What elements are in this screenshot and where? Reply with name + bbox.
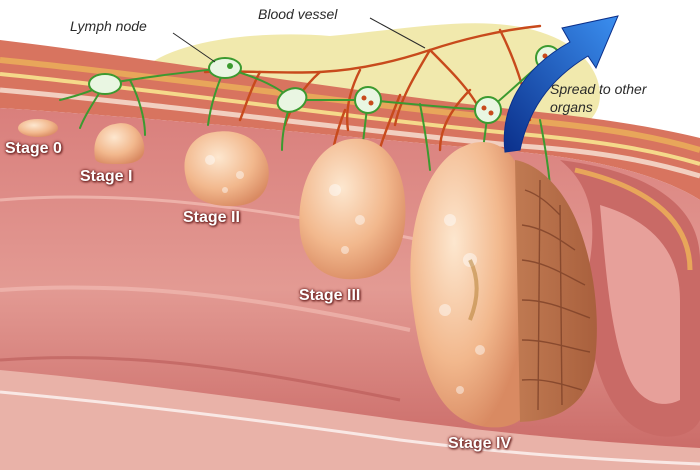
label-blood-vessel: Blood vessel	[258, 6, 338, 22]
ring-inner	[600, 205, 680, 404]
wall-highlight	[0, 390, 700, 466]
lymph-node-shape	[88, 73, 122, 95]
tumor-stage-2	[184, 131, 269, 207]
tumor-stage-4	[410, 141, 520, 428]
tumor-stage-1	[94, 123, 145, 164]
tumor-stage-3	[299, 138, 406, 280]
label-spread: Spread to other organs	[550, 81, 647, 115]
label-stage-4: Stage IV	[448, 435, 512, 452]
pointer-lymph-node	[172, 32, 216, 63]
ring-muscle	[574, 167, 693, 271]
cancer-cell-dot	[542, 53, 548, 59]
fold-line	[0, 356, 401, 402]
tumor-stage-0	[18, 119, 58, 137]
cancer-cell-dot	[481, 105, 487, 111]
tumors	[18, 119, 597, 428]
cancer-cell-dot	[361, 95, 367, 101]
label-stage-0: Stage 0	[5, 140, 62, 157]
colon-wall-lower	[0, 370, 700, 470]
tumor-texture	[205, 155, 485, 394]
label-stage-3: Stage III	[299, 287, 361, 304]
muscle-layer	[0, 57, 700, 153]
label-stage-1: Stage I	[80, 168, 133, 185]
pointer-blood-vessel	[369, 17, 426, 49]
cut-face-texture	[521, 179, 591, 411]
lymph-node-shape	[354, 86, 382, 114]
lymph-node-shape	[474, 96, 502, 124]
lymph-node-dot	[227, 63, 233, 69]
lymph-node-shape	[276, 87, 308, 113]
spread-arrow	[503, 15, 619, 153]
fold-line	[0, 285, 411, 332]
label-lymph-node: Lymph node	[70, 18, 147, 34]
tumor-core	[468, 259, 479, 321]
label-stage-2: Stage II	[183, 209, 240, 226]
cancer-cell-dot	[488, 110, 494, 116]
lymph-node-shape	[208, 57, 242, 79]
submucosa-layer	[0, 72, 700, 166]
cancer-cell-dot	[368, 100, 374, 106]
tumor-stage-4-cut-face	[515, 160, 597, 422]
